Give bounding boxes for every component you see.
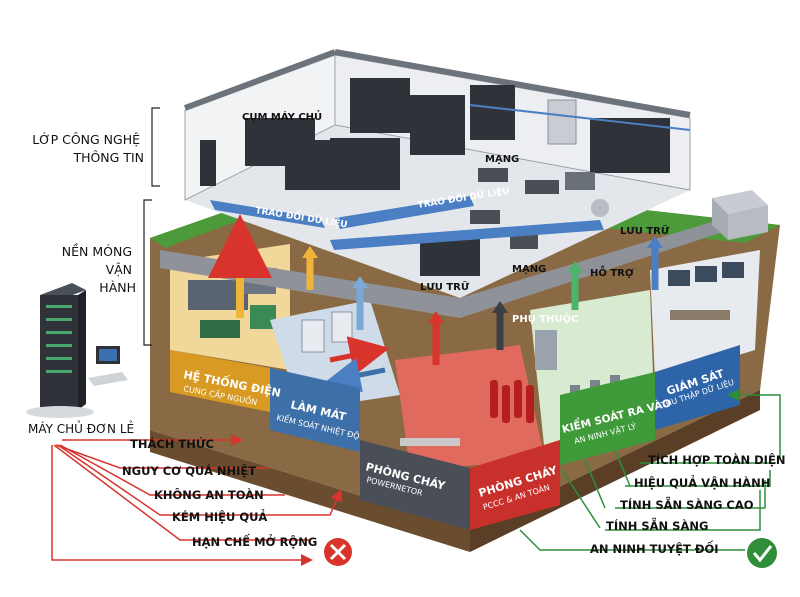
power-face	[170, 350, 270, 412]
foundation-label: NỀN MÓNG VẬN HÀNH	[62, 243, 136, 295]
challenge-3: KÉM HIỆU QUẢ	[172, 508, 267, 524]
challenge-1: NGUY CƠ QUÁ NHIỆT	[122, 463, 256, 478]
monitor-face	[655, 345, 740, 430]
storage-array	[565, 172, 595, 190]
pipe	[400, 438, 460, 446]
benefit-0: TÍCH HỢP TOÀN DIỆN	[648, 452, 785, 467]
door	[547, 99, 577, 145]
check-mark-icon	[747, 538, 777, 568]
server-racks	[200, 78, 670, 276]
network-switch	[478, 168, 508, 182]
benefit-2: TÍNH SẴN SÀNG CAO	[620, 496, 754, 512]
cooling-face	[270, 368, 360, 452]
ups-cabinet	[250, 305, 276, 329]
storage-label-2: LƯU TRỮ	[420, 280, 470, 293]
benefits-group	[519, 389, 781, 568]
server-cluster-label: CỤM MÁY CHỦ	[242, 109, 322, 123]
challenge-0: THÁCH THỨC	[130, 436, 214, 451]
it-layer-label: LỚP CÔNG NGHỆ THÔNG TIN	[32, 132, 144, 165]
it-layer-bracket: LỚP CÔNG NGHỆ THÔNG TIN	[32, 107, 160, 187]
challenge-2: KHÔNG AN TOÀN	[154, 487, 264, 502]
monitor-screen	[668, 270, 690, 286]
standalone-server-label: MÁY CHỦ ĐƠN LẺ	[28, 420, 134, 436]
fire-room	[395, 345, 545, 470]
benefit-3: TÍNH SẴN SÀNG	[606, 517, 708, 533]
foundation-bracket: NỀN MÓNG VẬN HÀNH	[62, 199, 152, 346]
keyboard	[88, 372, 128, 386]
benefit-1: HIỆU QUẢ VẬN HÀNH	[634, 474, 770, 490]
control-desk	[670, 310, 730, 320]
support-label: HỖ TRỢ	[590, 264, 634, 279]
fire-front-face	[360, 440, 470, 530]
standalone-server-illustration	[26, 283, 128, 418]
access-face	[560, 372, 655, 465]
benefit-4: AN NINH TUYỆT ĐỐI	[590, 539, 719, 556]
front-faces	[170, 345, 740, 530]
storage-disk	[591, 199, 609, 217]
support-arrows	[208, 214, 663, 365]
network-label-1: MẠNG	[485, 154, 519, 165]
network-label-2: MẠNG	[512, 264, 546, 275]
dependency-label: PHỤ THUỘC	[512, 312, 578, 325]
upper-floor	[160, 49, 735, 318]
challenges-group	[51, 434, 352, 566]
challenge-4: HẠN CHẾ MỞ RỘNG	[192, 533, 317, 549]
storage-label-1: LƯU TRỮ	[620, 224, 670, 237]
outdoor-cooling-unit	[712, 190, 768, 240]
fire-face	[470, 440, 560, 530]
cold-air-arrow	[325, 357, 386, 393]
access-cabinet	[535, 330, 557, 370]
crac-unit	[301, 319, 325, 353]
fire-extinguisher-group	[490, 380, 534, 423]
